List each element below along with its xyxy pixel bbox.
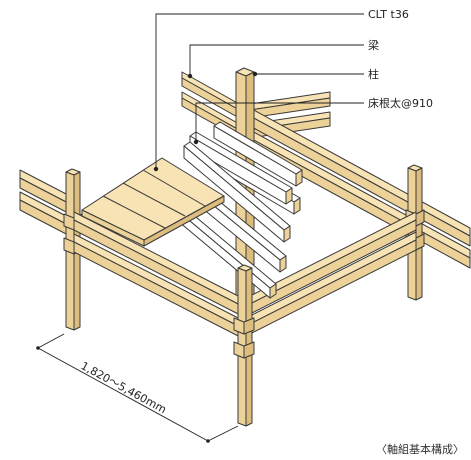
column-front (233, 264, 255, 427)
leader-dot (153, 166, 159, 172)
beam-front-left (73, 211, 247, 341)
clt-panel (81, 157, 225, 247)
diagram-caption: 〈軸組基本構成〉 (376, 442, 464, 456)
joist (189, 131, 293, 205)
joist (183, 141, 291, 243)
label-beam: 梁 (368, 38, 379, 52)
leader-dot (252, 71, 258, 77)
beam-left-side (19, 169, 71, 237)
label-joist: 床根太@910 (368, 96, 433, 110)
dimension-line (36, 333, 239, 443)
joist (213, 121, 303, 187)
dimension-label: 1,820～5,460mm (79, 359, 169, 416)
label-column: 柱 (368, 67, 379, 81)
label-clt: CLT t36 (368, 8, 409, 21)
leader-dot (193, 139, 199, 145)
leader-dot (187, 73, 193, 79)
beam-front-right (245, 211, 417, 337)
leader-lines (153, 13, 364, 172)
